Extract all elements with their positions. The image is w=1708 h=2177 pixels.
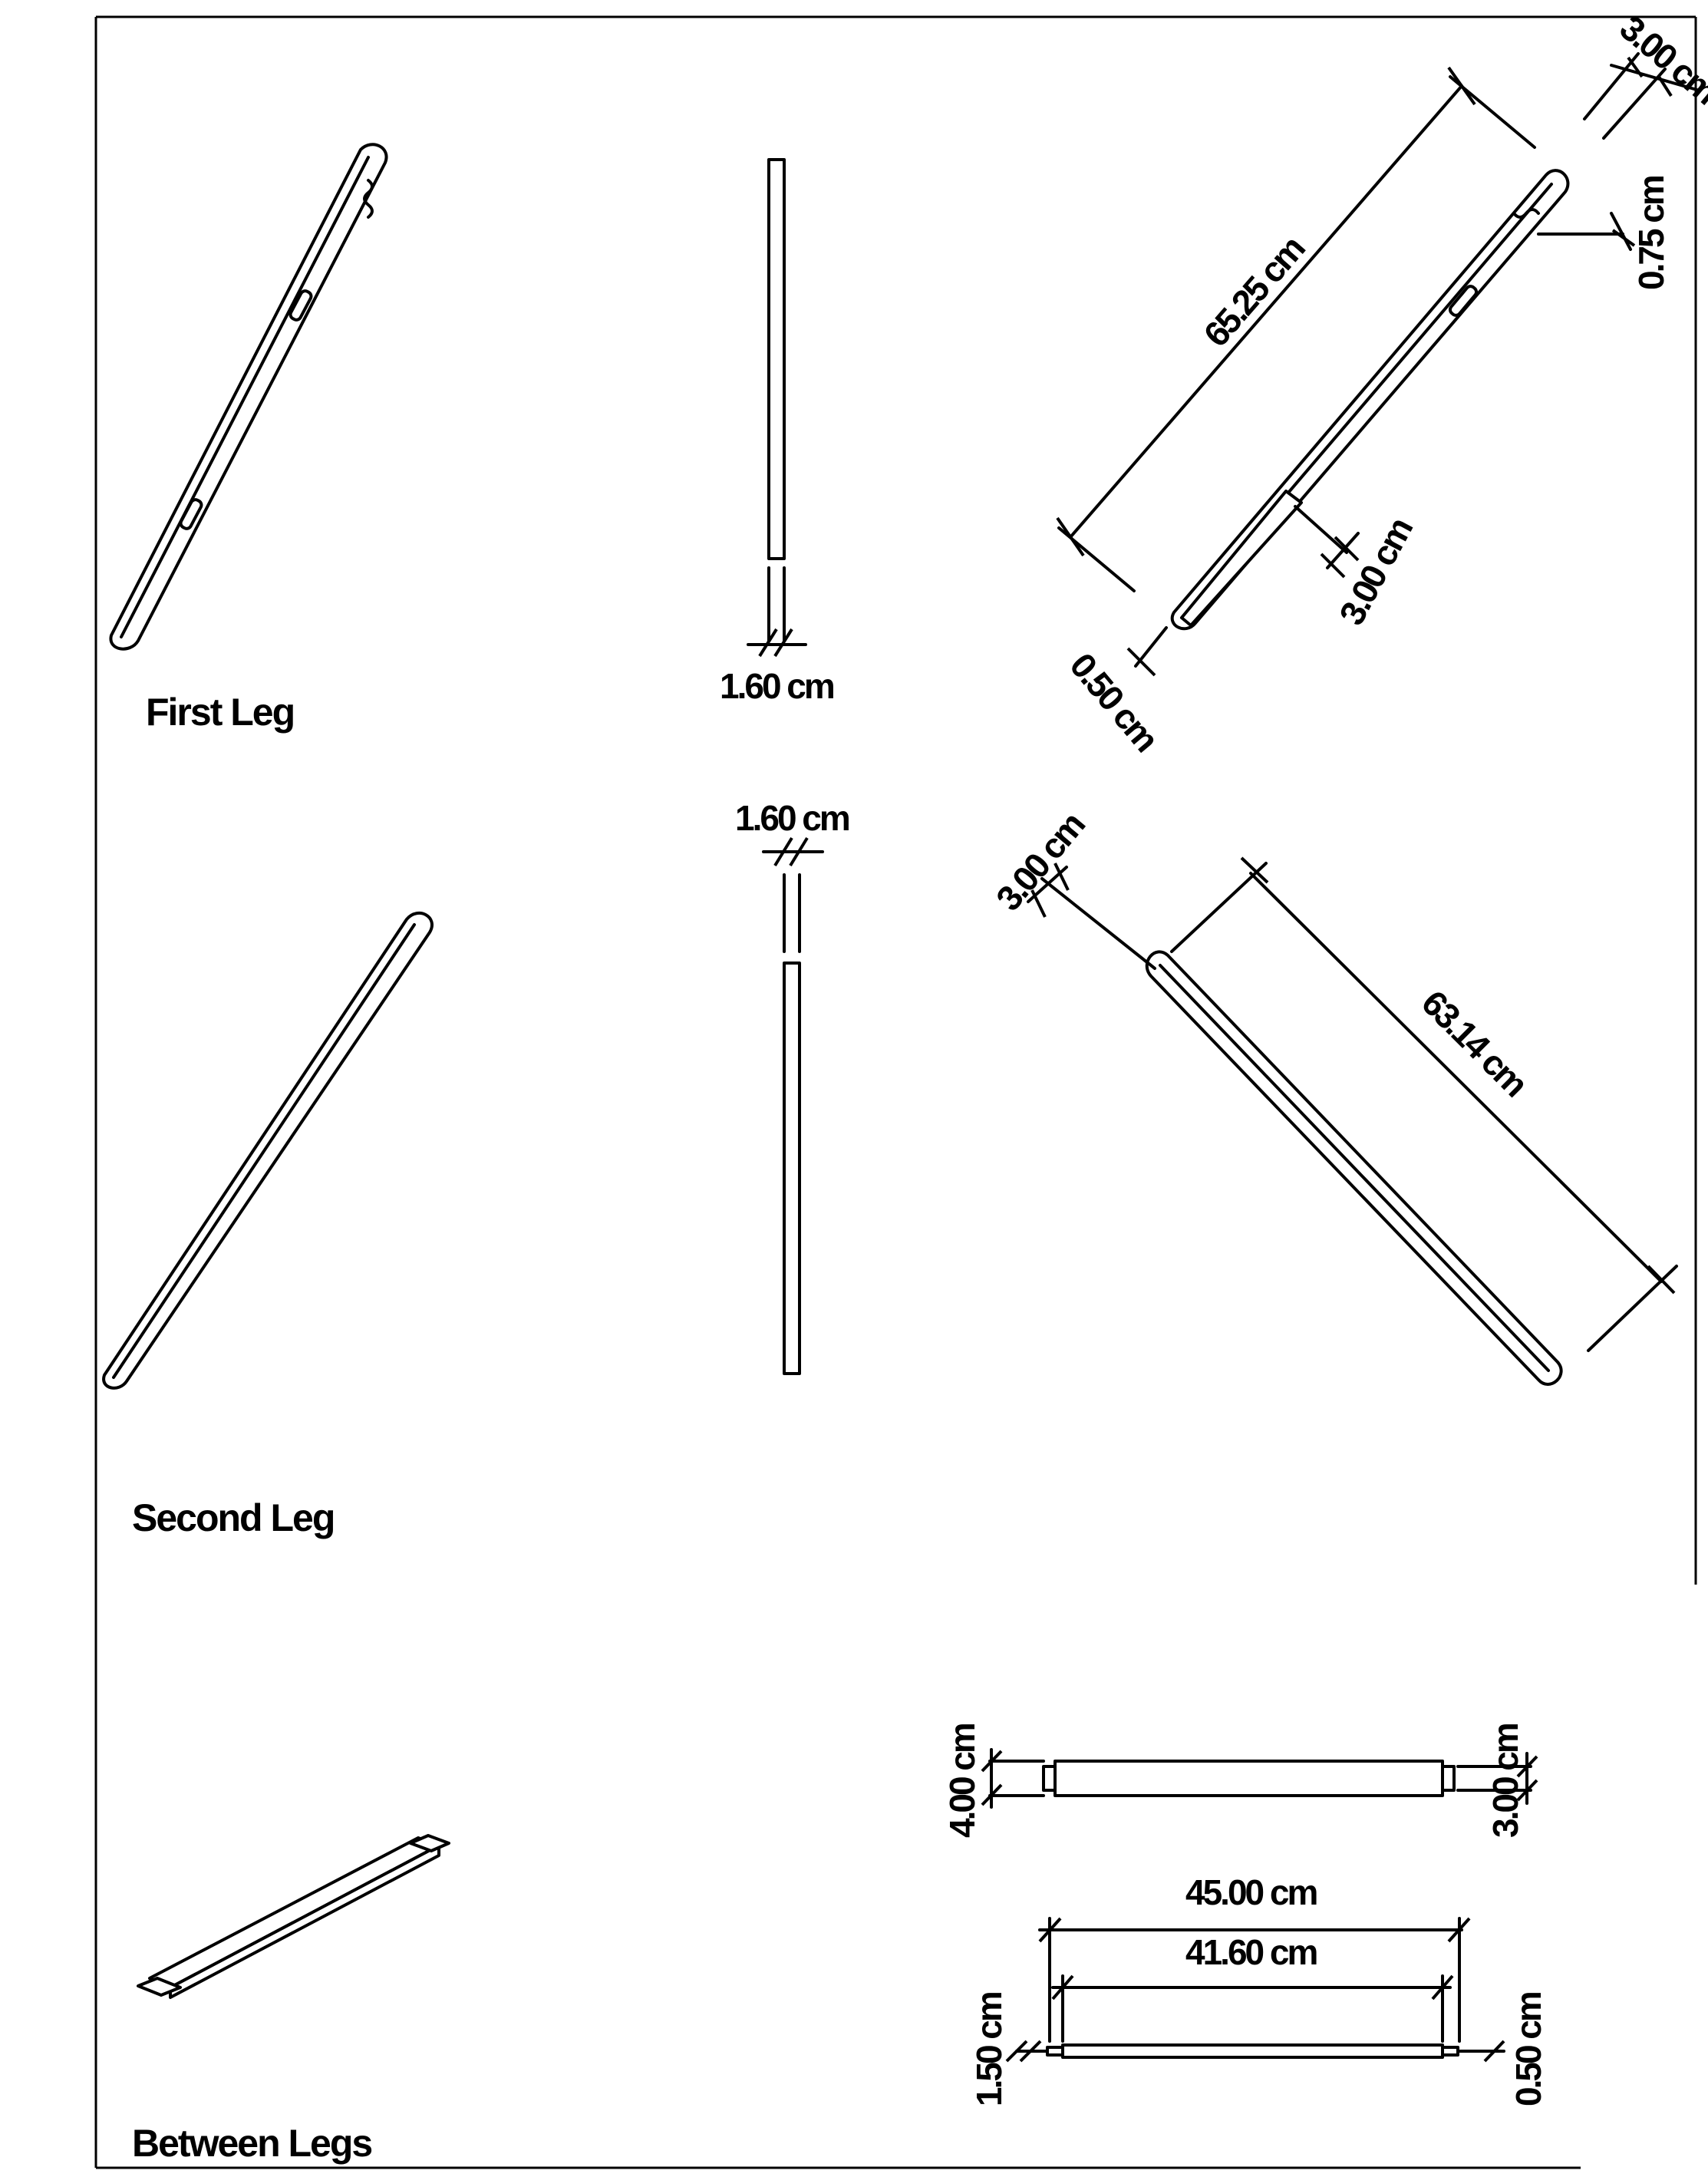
between-legs-isometric xyxy=(137,1834,450,1999)
second-leg-isometric xyxy=(102,911,434,1390)
first-leg-dimensioned-view xyxy=(1056,52,1701,677)
between-legs-top-view xyxy=(981,1748,1538,1809)
second-leg-dimensioned-view xyxy=(1027,856,1678,1386)
second-leg-top-offset-label: 3.00 cm xyxy=(988,805,1093,918)
first-leg-slot-offset-label: 3.00 cm xyxy=(1331,512,1420,632)
first-leg-isometric xyxy=(109,143,388,651)
first-leg-side-width-label: 1.60 cm xyxy=(720,666,834,706)
between-legs-overall-length-label: 45.00 cm xyxy=(1185,1872,1317,1912)
first-leg-title: First Leg xyxy=(146,691,294,734)
first-leg-side-view xyxy=(747,158,807,658)
between-legs-left-tenon-label: 1.50 cm xyxy=(969,1992,1009,2106)
second-leg-side-view xyxy=(762,836,824,1375)
second-leg-length-label: 63.14 cm xyxy=(1414,982,1535,1103)
sheet-frame xyxy=(94,15,1697,2169)
between-legs-left-height-label: 4.00 cm xyxy=(942,1723,982,1838)
first-leg-top-offset-label: 3.00 cm xyxy=(1613,8,1708,112)
between-legs-right-height-label: 3.00 cm xyxy=(1485,1723,1525,1838)
between-legs-body-length-label: 41.60 cm xyxy=(1185,1932,1317,1972)
between-legs-right-tenon-label: 0.50 cm xyxy=(1509,1992,1548,2106)
first-leg-bottom-offset-label: 0.50 cm xyxy=(1062,645,1166,758)
first-leg-length-label: 65.25 cm xyxy=(1195,229,1312,355)
between-legs-side-view xyxy=(1005,1917,1505,2063)
first-leg-notch-depth-label: 0.75 cm xyxy=(1631,176,1671,290)
second-leg-side-width-label: 1.60 cm xyxy=(735,798,849,838)
second-leg-title: Second Leg xyxy=(132,1496,334,1539)
between-legs-title: Between Legs xyxy=(132,2122,371,2165)
